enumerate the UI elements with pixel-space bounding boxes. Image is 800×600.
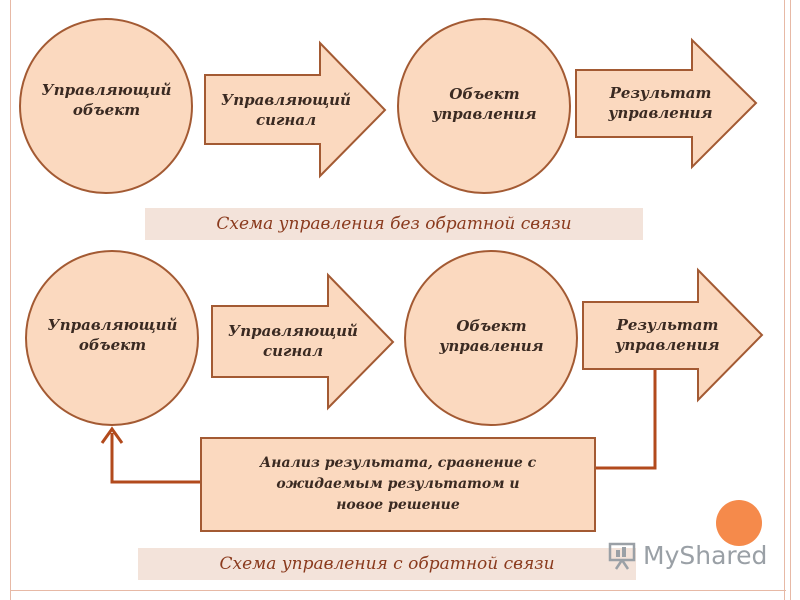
presentation-board-icon	[607, 540, 639, 570]
top-control-signal-label: Управляющий сигнал	[221, 91, 351, 129]
bottom-managed-object-label: Объект управления	[439, 317, 544, 355]
top-managed-object-circle	[397, 18, 571, 194]
feedback-arrowhead	[100, 426, 124, 444]
feedback-line-right	[596, 370, 657, 470]
accent-dot	[716, 500, 762, 546]
bottom-control-object-label: Управляющий объект	[47, 316, 178, 354]
watermark-logo: MyShared	[607, 538, 767, 572]
bottom-caption: Схема управления с обратной связи	[138, 548, 636, 580]
top-managed-object-label: Объект управления	[432, 85, 537, 123]
top-control-object-circle	[19, 18, 193, 194]
top-caption: Схема управления без обратной связи	[145, 208, 643, 240]
frame-right-line	[784, 0, 785, 600]
feedback-line-left	[110, 433, 201, 484]
frame-right-line-2	[790, 0, 791, 600]
bottom-control-object-circle	[25, 250, 199, 426]
analysis-box: Анализ результата, сравнение с ожидаемым…	[200, 437, 596, 532]
top-result-arrow	[575, 37, 758, 170]
bottom-control-signal-label: Управляющий сигнал	[228, 322, 358, 360]
frame-bottom-line	[10, 590, 786, 591]
bottom-managed-object-circle	[404, 250, 578, 426]
top-result-label: Результат управления	[608, 84, 713, 122]
top-control-object-label: Управляющий объект	[41, 81, 172, 119]
top-control-signal-arrow	[204, 40, 387, 179]
watermark-text: MyShared	[643, 540, 768, 570]
bottom-result-label: Результат управления	[615, 316, 720, 354]
bottom-result-arrow	[582, 267, 764, 403]
frame-left-line	[10, 0, 11, 600]
bottom-control-signal-arrow	[211, 272, 395, 411]
